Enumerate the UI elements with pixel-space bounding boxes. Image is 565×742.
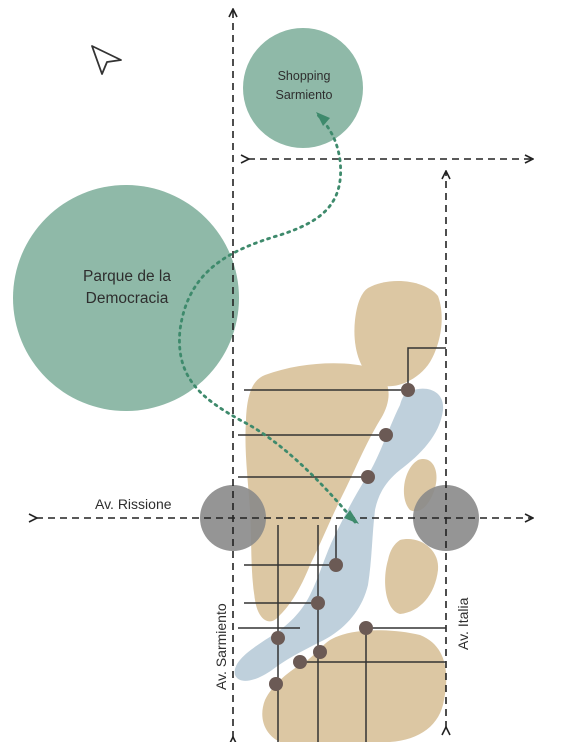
shopping-label-line1: Shopping: [278, 69, 331, 83]
shopping-circle: [243, 28, 363, 148]
parque-circle: [13, 185, 239, 411]
access-point: [379, 428, 393, 442]
access-point: [311, 596, 325, 610]
route-arrow-start: [316, 112, 330, 126]
block-right-small-2: [385, 539, 439, 614]
block-bottom: [262, 630, 447, 742]
access-point: [329, 558, 343, 572]
connector-lines: [238, 347, 446, 742]
access-point: [313, 645, 327, 659]
access-point: [361, 470, 375, 484]
access-point: [269, 677, 283, 691]
avenue-axes: [36, 10, 532, 738]
parque-label-line2: Democracia: [86, 290, 169, 307]
block-upper-right: [354, 281, 442, 387]
rissione-label: Av. Rissione: [95, 496, 172, 512]
access-points: [269, 383, 415, 691]
green-route: [178, 113, 357, 524]
access-point: [293, 655, 307, 669]
access-point: [271, 631, 285, 645]
water-channel: [234, 388, 444, 681]
cursor-icon: [91, 45, 122, 75]
italia-label: Av. Italia: [455, 597, 471, 650]
sarmiento-label: Av. Sarmiento: [213, 603, 229, 690]
parque-label-line1: Parque de la: [83, 268, 171, 285]
shopping-label-line2: Sarmiento: [276, 88, 333, 102]
access-point: [359, 621, 373, 635]
block-left-main: [245, 363, 389, 622]
access-point: [401, 383, 415, 397]
route-arrow-end: [344, 510, 359, 524]
building-blocks: [245, 281, 447, 742]
